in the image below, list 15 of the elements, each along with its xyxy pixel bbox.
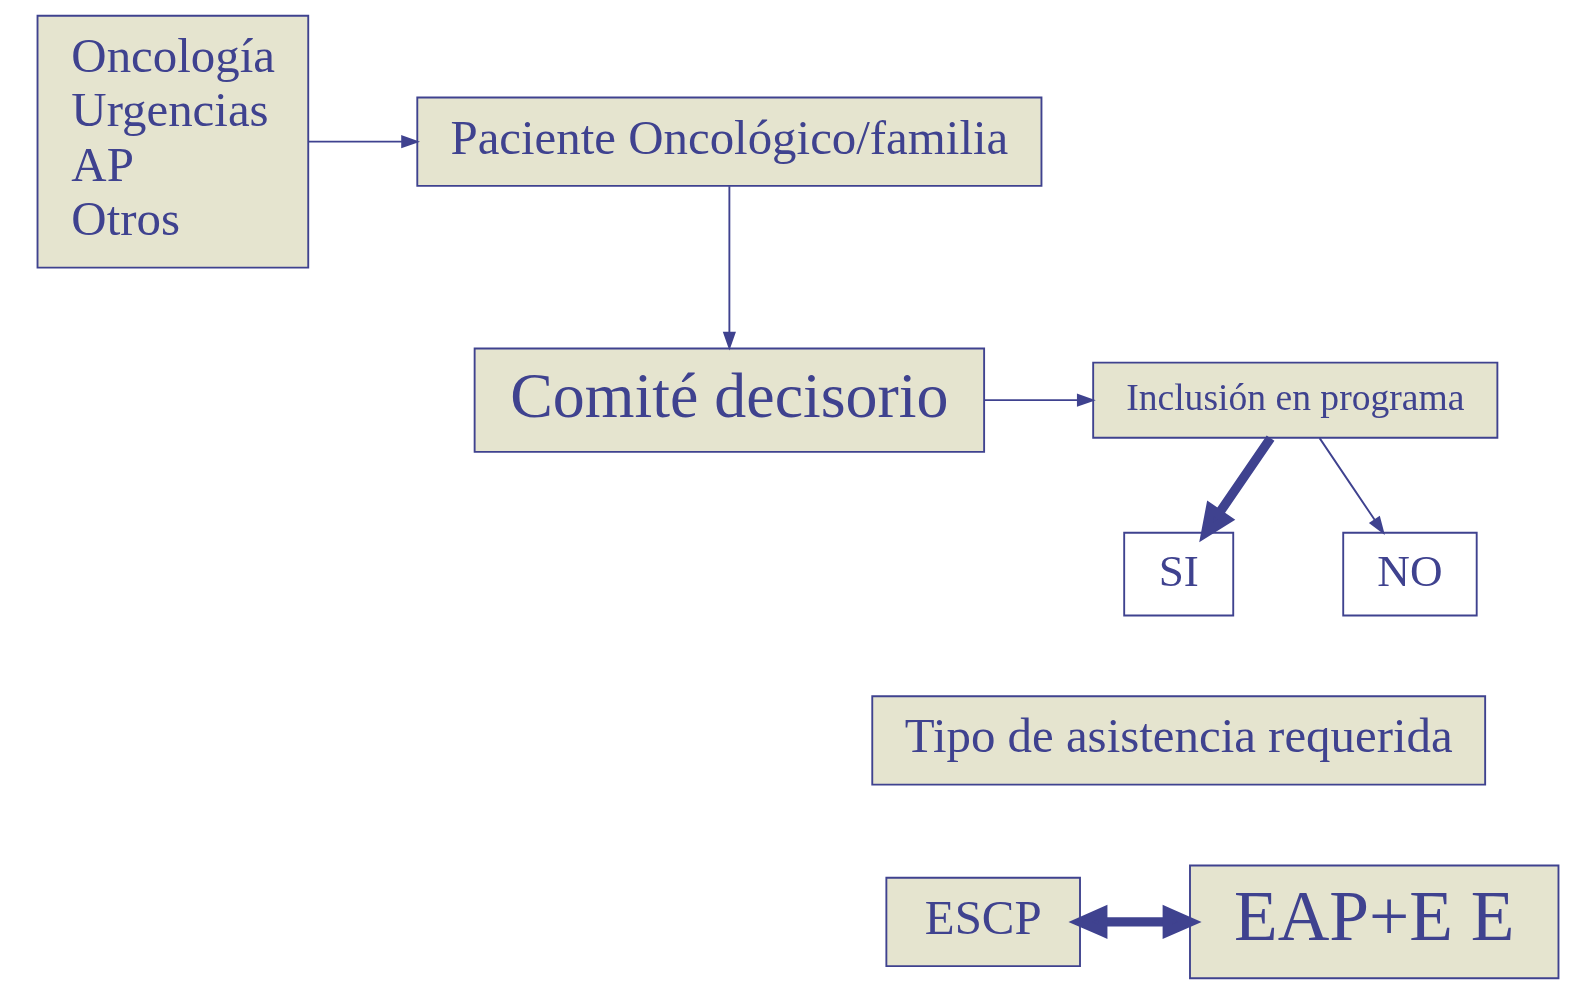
node-box: Inclusión en programa xyxy=(1091,361,1498,439)
arrow xyxy=(1318,437,1385,535)
node-box: NO xyxy=(1341,531,1478,617)
node-box: ESCP xyxy=(884,876,1081,967)
arrow xyxy=(722,185,736,351)
node-box: SI xyxy=(1122,531,1234,617)
arrow xyxy=(982,393,1096,407)
arrow xyxy=(307,135,420,149)
node-box: EAP+E E xyxy=(1188,864,1559,980)
arrow xyxy=(1067,904,1202,939)
node-box: Oncología Urgencias AP Otros xyxy=(36,14,309,269)
node-box: Paciente Oncológico/familia xyxy=(415,96,1042,187)
node-box: Tipo de asistencia requerida xyxy=(870,695,1486,786)
arrow xyxy=(1198,435,1274,543)
node-box: Comité decisorio xyxy=(473,347,985,453)
